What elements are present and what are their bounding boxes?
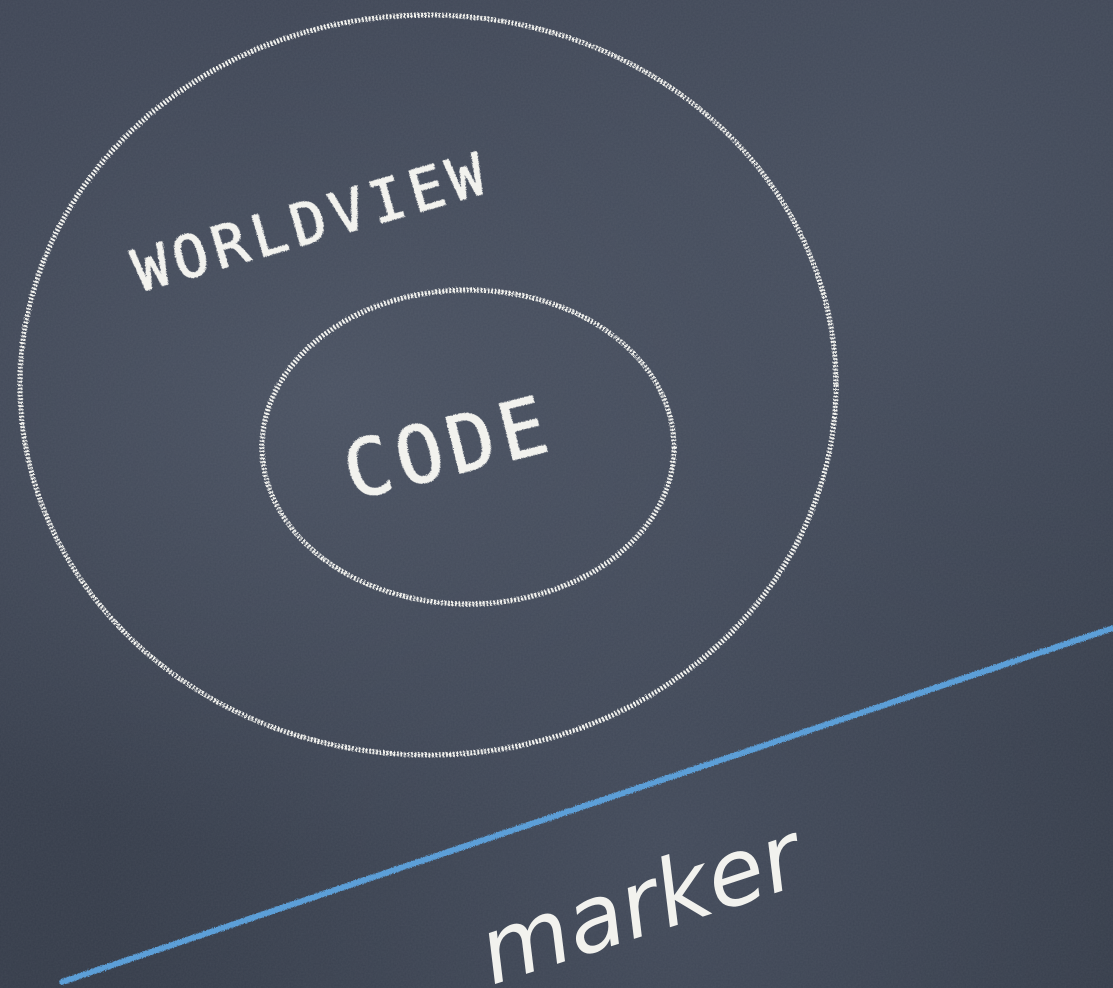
inner-circle [259,287,677,607]
marker-line [59,625,1113,985]
outer-circle [17,12,839,758]
